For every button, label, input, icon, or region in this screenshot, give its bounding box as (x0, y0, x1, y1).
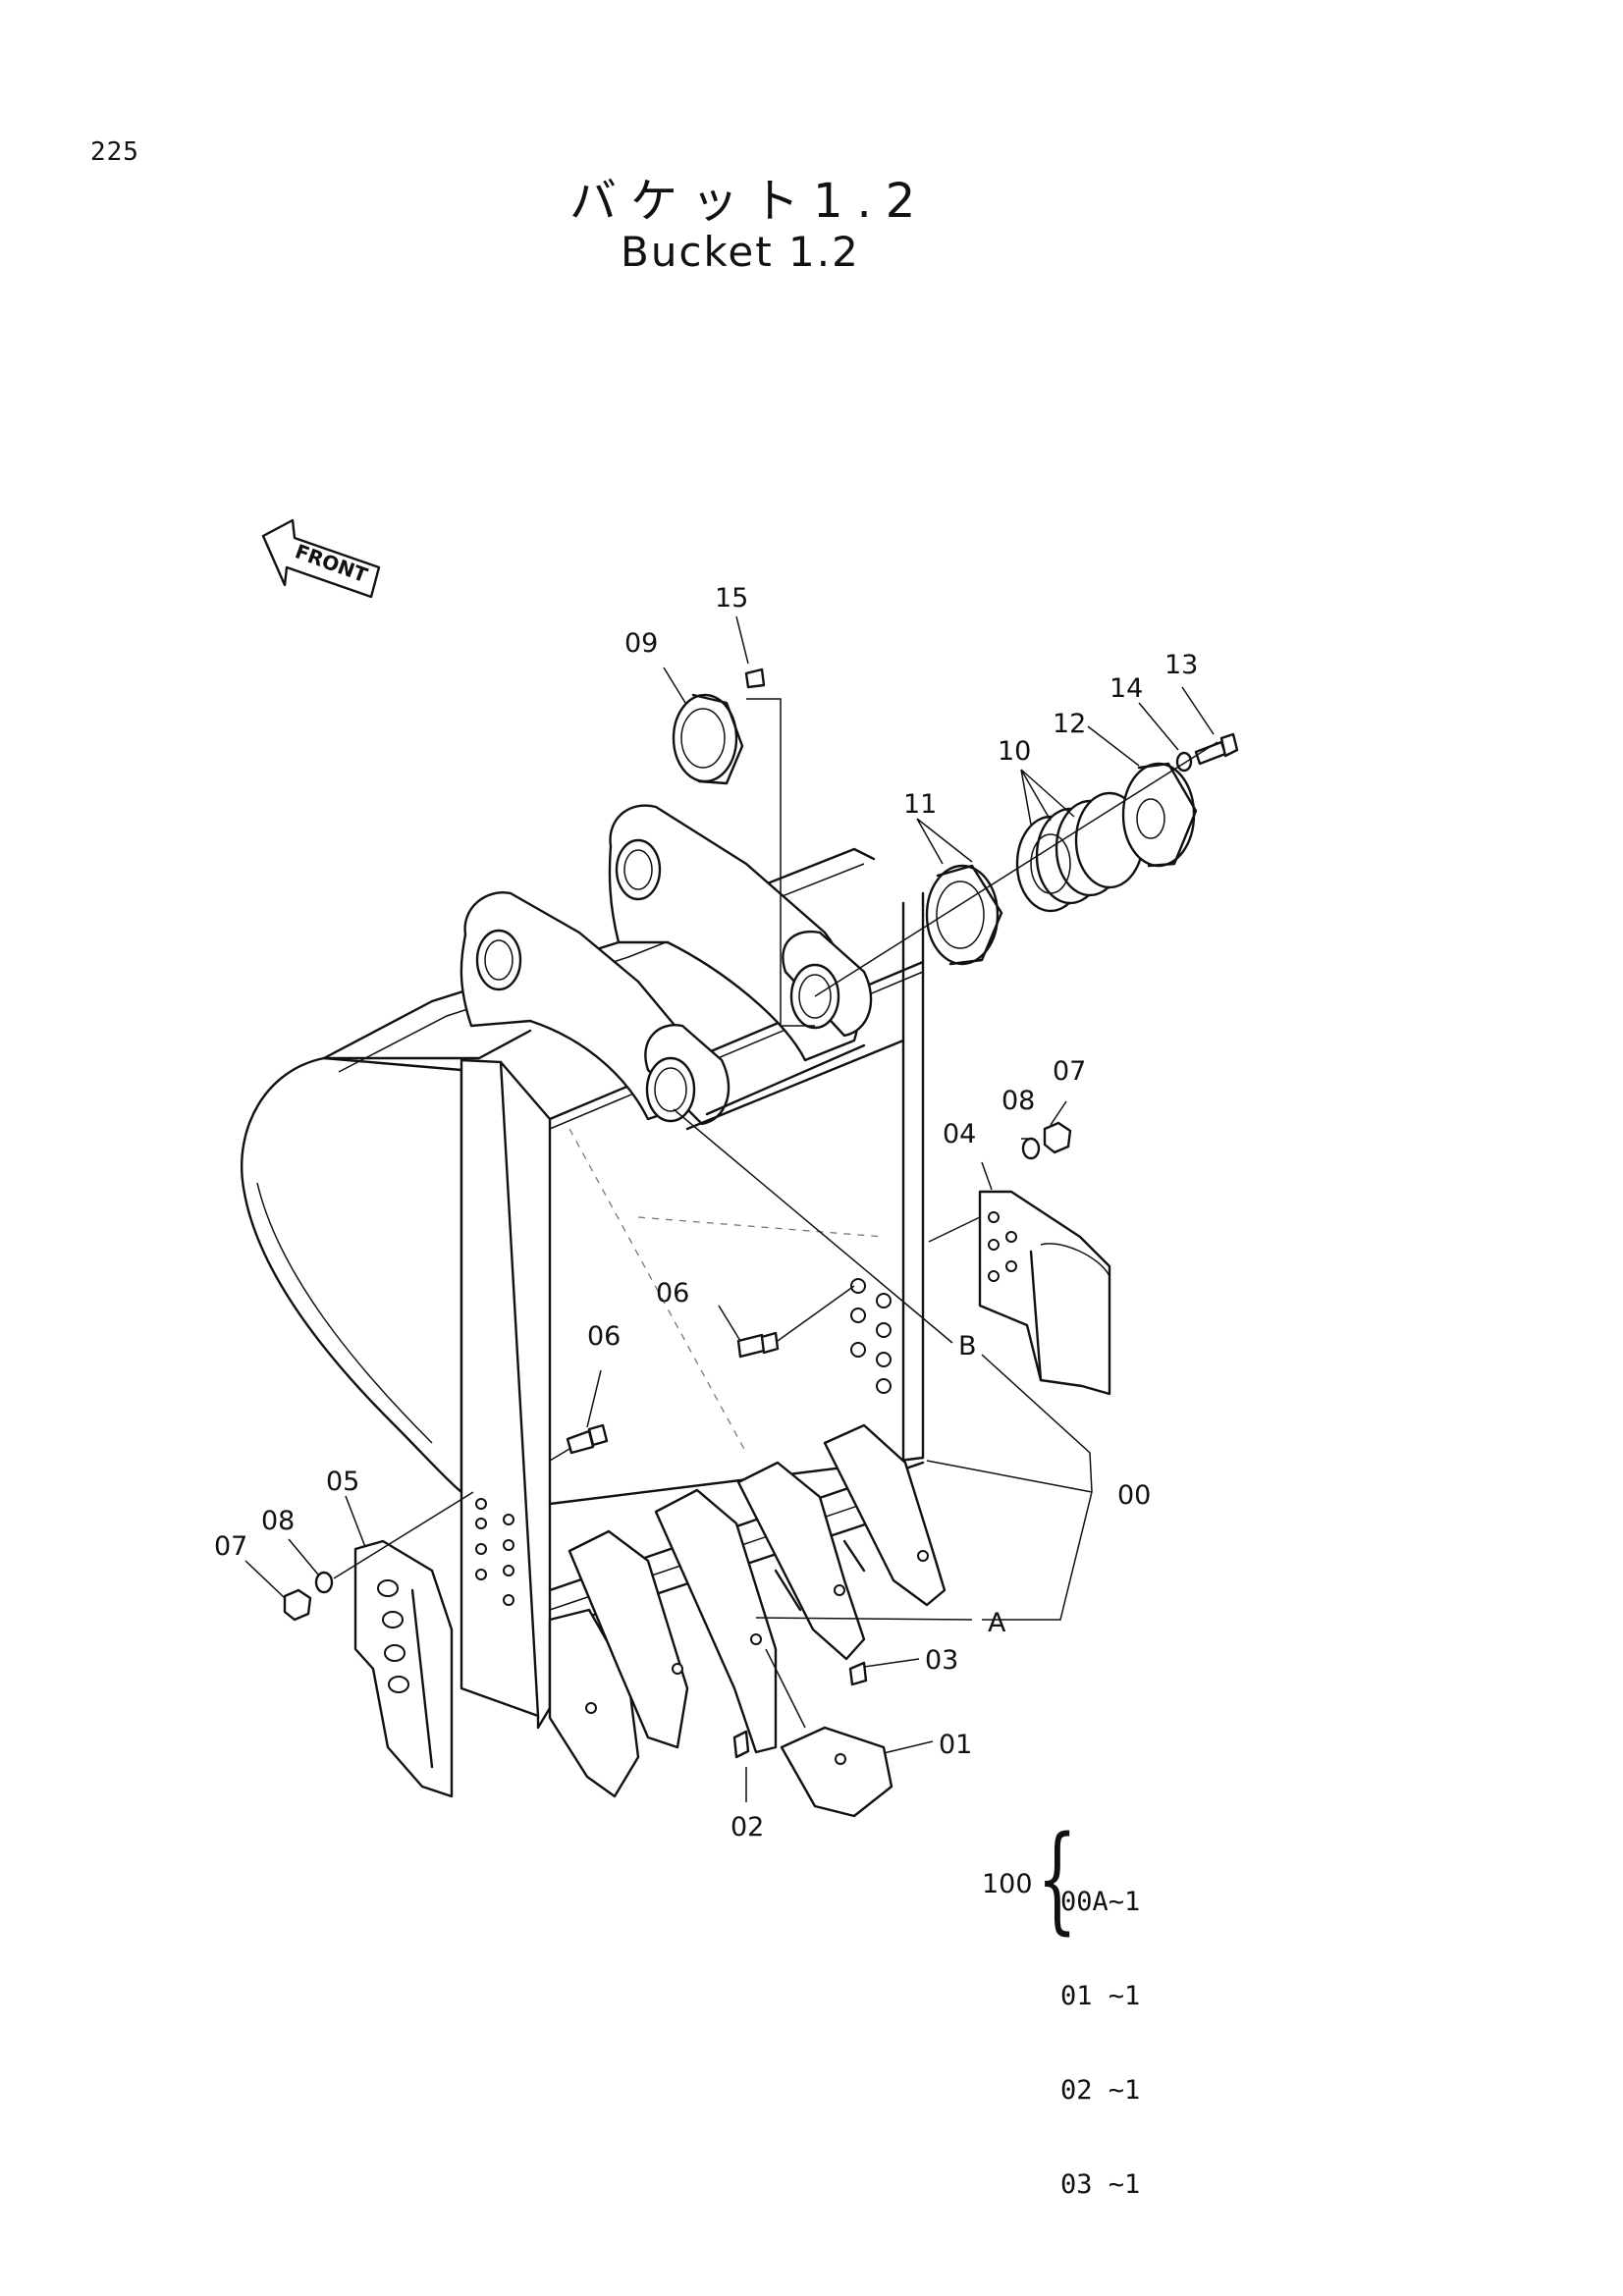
leader-09-15-to-boss (746, 698, 815, 1027)
callout-13: 13 (1164, 650, 1198, 680)
callout-11: 11 (903, 789, 937, 820)
edge-bolt-holes (850, 1278, 892, 1394)
part-06-bolt-right (736, 1331, 780, 1359)
side-plate-holes-left (475, 1498, 514, 1606)
part-09-pin-cap (672, 693, 744, 785)
part-13-bolt (1194, 732, 1239, 766)
callout-06-left: 06 (587, 1321, 621, 1352)
part-10-shims (1015, 791, 1145, 913)
callout-05: 05 (326, 1467, 359, 1497)
part-07-nut-left (283, 1588, 312, 1622)
kit-items: 00A~1 01 ~1 02 ~1 03 ~1 (1060, 1824, 1140, 2264)
callout-04: 04 (943, 1119, 976, 1149)
part-06-bolt-left (566, 1423, 609, 1455)
part-05-side-cutter (353, 1539, 454, 1798)
callout-08-left: 08 (261, 1506, 295, 1536)
callout-08-right: 08 (1001, 1086, 1035, 1116)
kit-item: 00A~1 (1060, 1887, 1141, 1917)
callout-10: 10 (998, 736, 1031, 767)
part-08-washer-right (1021, 1137, 1041, 1160)
callout-b: B (958, 1331, 977, 1362)
part-08-washer-left (314, 1571, 334, 1594)
callout-06-right: 06 (656, 1278, 689, 1308)
page-title-japanese: バケット1.2 (569, 174, 930, 229)
part-15-pin (744, 667, 766, 689)
brace-icon: { (1037, 1810, 1078, 1946)
callout-03: 03 (925, 1645, 958, 1676)
callout-02: 02 (730, 1812, 764, 1842)
page-number: 225 (90, 137, 139, 167)
part-12-plate (1121, 762, 1198, 868)
callout-01: 01 (939, 1730, 972, 1760)
callout-07-right: 07 (1053, 1056, 1086, 1087)
callout-14: 14 (1109, 673, 1143, 704)
part-01-tooth-point (780, 1726, 893, 1818)
part-11-seal (925, 864, 1003, 966)
part-02-lock (732, 1730, 750, 1759)
part-03-pin (848, 1661, 868, 1686)
page-title-english: Bucket 1.2 (621, 228, 860, 276)
kit-quantity: 100 (982, 1869, 1033, 1899)
leader-lines (244, 615, 1215, 1802)
bucket-body (241, 847, 925, 1730)
part-14-washer (1175, 751, 1193, 773)
kit-item: 01 ~1 (1060, 1981, 1141, 2011)
kit-item: 03 ~1 (1060, 2169, 1141, 2200)
callout-07-left: 07 (214, 1531, 247, 1562)
callout-09: 09 (624, 628, 658, 659)
bucket-teeth (548, 1423, 947, 1798)
hinge-brackets (460, 804, 905, 1131)
front-arrow-icon: FRONT (261, 518, 381, 599)
callout-15: 15 (715, 583, 748, 614)
part-07-nut-right (1043, 1121, 1072, 1154)
callout-12: 12 (1053, 709, 1086, 739)
pin-axis-line (814, 741, 1218, 997)
callout-a: A (988, 1608, 1006, 1638)
kit-item: 02 ~1 (1060, 2075, 1141, 2106)
callout-00: 00 (1117, 1480, 1151, 1511)
part-04-side-cutter (978, 1190, 1111, 1396)
